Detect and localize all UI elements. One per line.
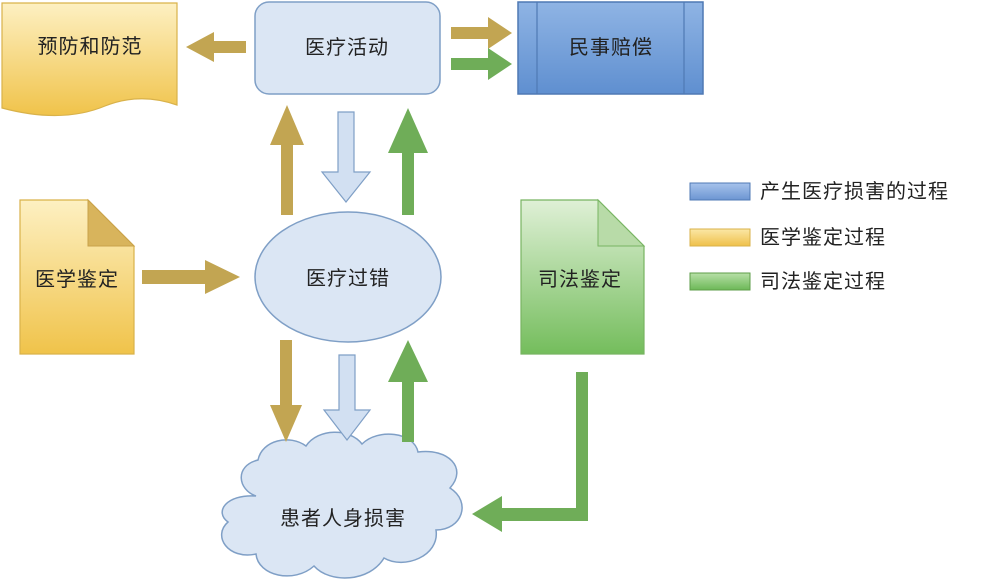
patient-harm-cloud xyxy=(221,431,463,579)
medical-activity-label: 医疗活动 xyxy=(305,35,389,59)
patient-harm-label: 患者人身损害 xyxy=(280,506,406,530)
medical-error-label: 医疗过错 xyxy=(306,266,390,290)
legend-label-green: 司法鉴定过程 xyxy=(760,269,886,293)
legend-swatch-yellow xyxy=(689,228,751,247)
civil-compensation-box xyxy=(517,1,704,95)
legend-item-green: 司法鉴定过程 xyxy=(689,269,886,293)
judicial-appraisal-label: 司法鉴定 xyxy=(538,267,622,291)
arrow-harm-to-error-green xyxy=(388,340,428,442)
legend-swatch-blue xyxy=(689,182,751,201)
prevention-label: 预防和防范 xyxy=(38,34,143,58)
legend-swatch-green xyxy=(689,272,751,291)
prevention-shape xyxy=(1,2,178,117)
judicial-appraisal-doc xyxy=(520,198,646,355)
arrow-appraisal-to-error xyxy=(142,260,240,294)
legend: 产生医疗损害的过程 医学鉴定过程 司法鉴定过程 xyxy=(689,179,949,293)
medical-appraisal-label: 医学鉴定 xyxy=(35,267,119,291)
legend-label-blue: 产生医疗损害的过程 xyxy=(760,179,949,203)
legend-label-yellow: 医学鉴定过程 xyxy=(760,225,886,249)
legend-item-yellow: 医学鉴定过程 xyxy=(689,225,886,249)
arrow-judicial-to-harm xyxy=(472,372,588,532)
arrow-error-to-activity-gold xyxy=(270,105,304,215)
arrow-activity-to-compensation-green xyxy=(451,48,512,80)
legend-item-blue: 产生医疗损害的过程 xyxy=(689,179,949,203)
arrow-activity-to-prevention xyxy=(186,32,246,62)
arrow-activity-to-compensation-gold xyxy=(451,17,512,49)
medical-error-ellipse xyxy=(254,211,442,343)
arrow-activity-to-error-blue xyxy=(320,111,372,203)
arrow-error-to-harm-blue xyxy=(322,354,372,441)
medical-activity-box xyxy=(254,1,441,95)
arrow-error-to-activity-green xyxy=(388,108,428,215)
arrow-error-to-harm-gold xyxy=(270,340,302,442)
civil-compensation-label: 民事赔偿 xyxy=(569,35,653,59)
medical-appraisal-doc xyxy=(19,198,136,355)
